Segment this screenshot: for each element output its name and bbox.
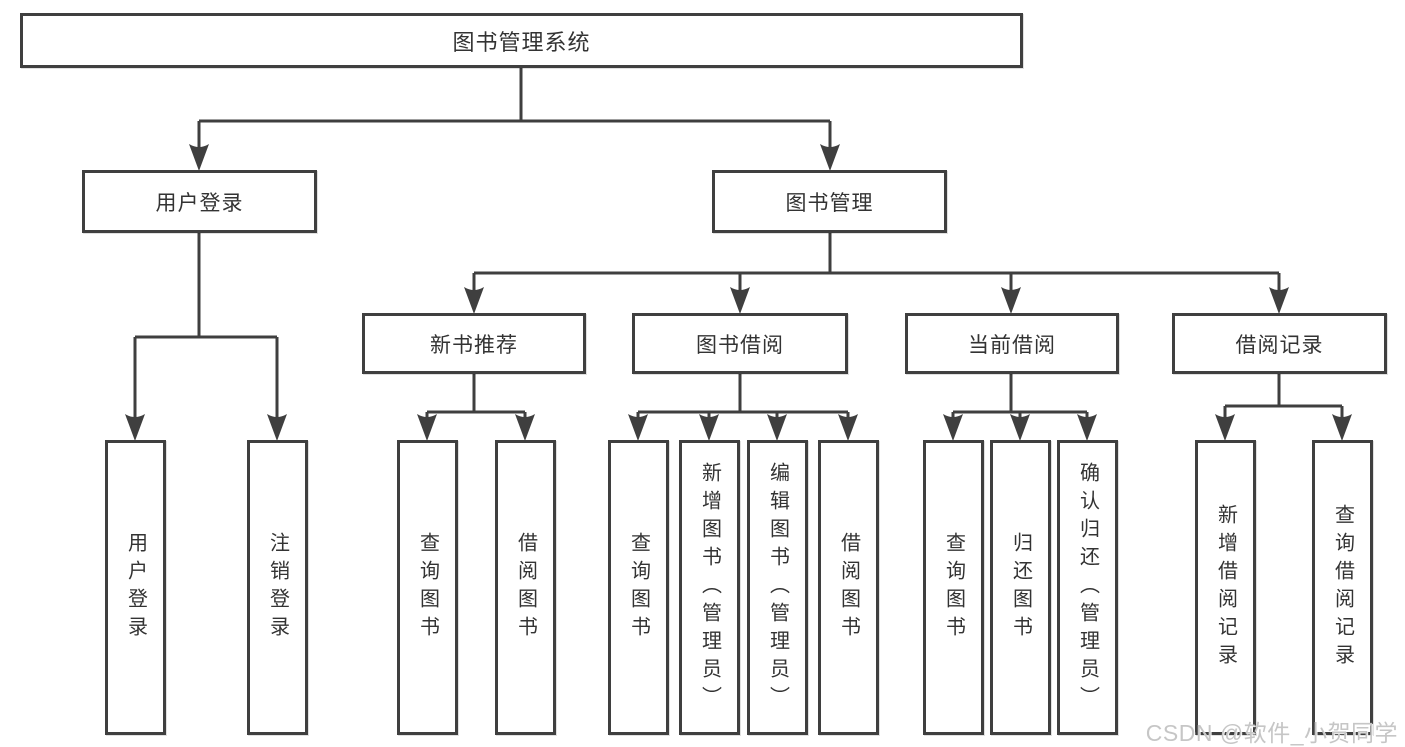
leaf-edit-books-admin: 编辑图书（管理员） <box>747 440 808 735</box>
leaf-query-books-borrow: 查询图书 <box>608 440 669 735</box>
node-user-login: 用户登录 <box>82 170 317 233</box>
leaf-user-login: 用户登录 <box>105 440 166 735</box>
node-borrow-record: 借阅记录 <box>1172 313 1387 374</box>
leaf-borrow-books: 借阅图书 <box>818 440 879 735</box>
leaf-borrow-books-recommend: 借阅图书 <box>495 440 556 735</box>
leaf-query-books-current: 查询图书 <box>923 440 984 735</box>
node-root: 图书管理系统 <box>20 13 1023 68</box>
arrowheads <box>125 144 1352 441</box>
leaf-query-books-recommend: 查询图书 <box>397 440 458 735</box>
leaf-confirm-return-admin: 确认归还（管理员） <box>1057 440 1118 735</box>
node-new-book-recommend: 新书推荐 <box>362 313 586 374</box>
node-book-borrow: 图书借阅 <box>632 313 848 374</box>
node-current-borrow: 当前借阅 <box>905 313 1119 374</box>
leaf-add-borrow-record: 新增借阅记录 <box>1195 440 1256 735</box>
leaf-query-borrow-record: 查询借阅记录 <box>1312 440 1373 735</box>
leaf-logout: 注销登录 <box>247 440 308 735</box>
node-book-management: 图书管理 <box>712 170 947 233</box>
csdn-watermark: CSDN @软件_小贺同学 <box>1145 720 1398 746</box>
leaf-add-books-admin: 新增图书（管理员） <box>679 440 740 735</box>
connector-lines <box>133 68 1344 420</box>
leaf-return-books: 归还图书 <box>990 440 1051 735</box>
